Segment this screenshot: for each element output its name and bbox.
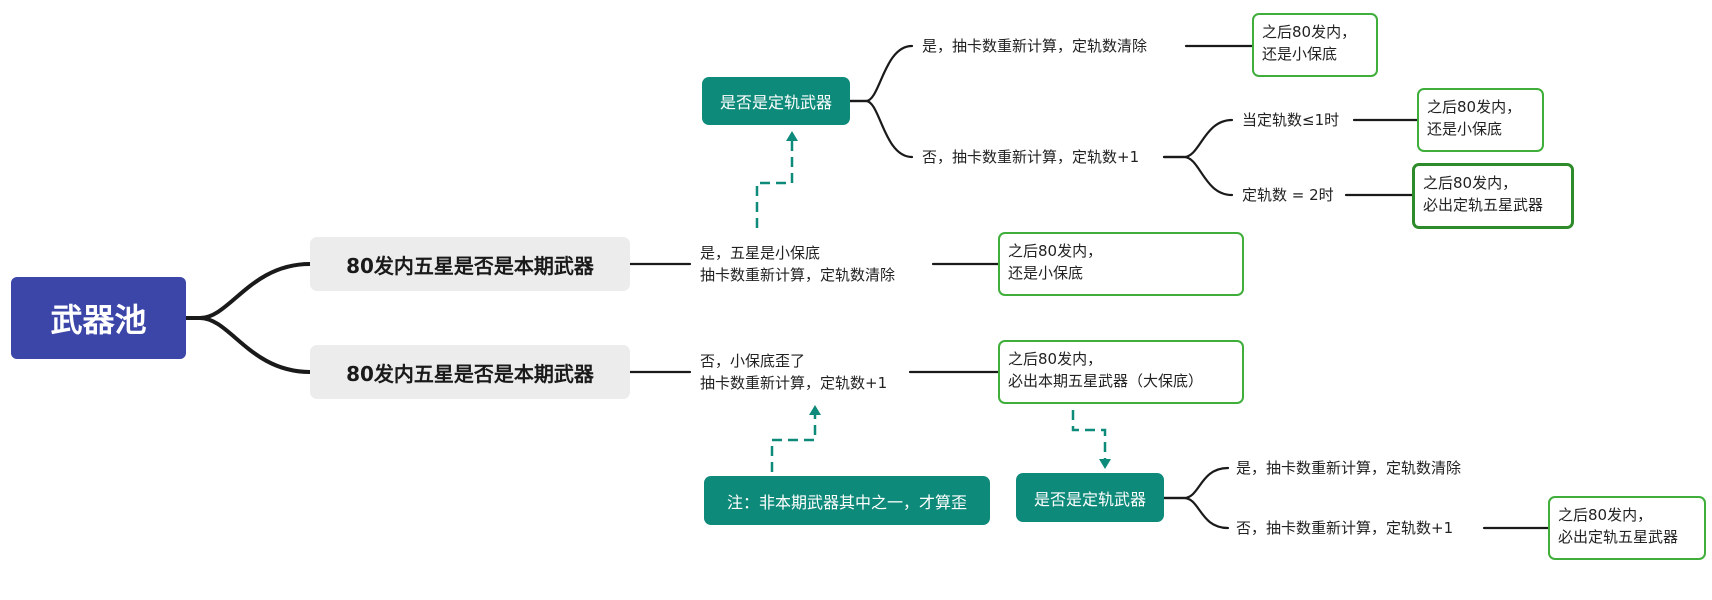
bottom-check-no-text: 否，抽卡数重新计算，定轨数+1 <box>1236 519 1454 537</box>
sub-eq2-result-line1: 之后80发内， <box>1423 174 1518 192</box>
no-branch-line2: 抽卡数重新计算，定轨数+1 <box>700 374 888 392</box>
sub-eq2-result-line2: 必出定轨五星武器 <box>1423 196 1544 214</box>
note-label: 注：非本期武器其中之一，才算歪 <box>726 492 967 512</box>
sub-le1-result-line1: 之后80发内， <box>1427 98 1522 116</box>
bottom-check-label: 是否是定轨武器 <box>1033 489 1146 509</box>
no-result-line2: 必出本期五星武器（大保底） <box>1008 372 1204 390</box>
branch-label: 80发内五星是否是本期武器 <box>346 361 594 386</box>
sub-le1-result[interactable]: 之后80发内， 还是小保底 <box>1417 88 1544 152</box>
yes-result-box[interactable]: 之后80发内， 还是小保底 <box>998 232 1244 296</box>
yes-branch-line1: 是，五星是小保底 <box>700 244 821 262</box>
top-check-yes-text: 是，抽卡数重新计算，定轨数清除 <box>922 37 1148 55</box>
no-branch-line1: 否，小保底歪了 <box>700 352 806 370</box>
no-result-box[interactable]: 之后80发内， 必出本期五星武器（大保底） <box>998 340 1244 404</box>
top-check-no-text: 否，抽卡数重新计算，定轨数+1 <box>922 148 1140 166</box>
dashed-arrow-note-to-no <box>770 412 817 472</box>
sub-eq2-result[interactable]: 之后80发内， 必出定轨五星武器 <box>1412 163 1574 229</box>
top-yes-result-line2: 还是小保底 <box>1262 45 1338 63</box>
arrowhead-up-no <box>809 405 821 415</box>
connector-root-branch1 <box>184 262 312 320</box>
connector-topcheck-yes <box>848 44 914 103</box>
connector-topcheck-no <box>848 99 914 159</box>
yes-branch-line2: 抽卡数重新计算，定轨数清除 <box>700 266 896 284</box>
yes-result-line1: 之后80发内， <box>1008 242 1103 260</box>
yes-branch-text: 是，五星是小保底 抽卡数重新计算，定轨数清除 <box>700 242 895 286</box>
dashed-arrow-result-to-check <box>1071 410 1107 462</box>
top-yes-result-line1: 之后80发内， <box>1262 23 1357 41</box>
connector-topno-fork-down <box>1162 155 1234 197</box>
bottom-no-result-line1: 之后80发内， <box>1558 506 1653 524</box>
connector-botcheck-yes <box>1162 466 1230 500</box>
top-check-yes-result[interactable]: 之后80发内， 还是小保底 <box>1252 13 1378 77</box>
yes-result-line2: 还是小保底 <box>1008 264 1084 282</box>
connector-root-branch2 <box>184 316 312 374</box>
arrowhead-up-check <box>786 131 798 141</box>
connector-topno-fork-up <box>1162 118 1234 159</box>
note-node[interactable]: 注：非本期武器其中之一，才算歪 <box>704 476 990 525</box>
top-check-node[interactable]: 是否是定轨武器 <box>702 77 850 125</box>
root-node[interactable]: 武器池 <box>11 277 186 359</box>
top-check-label: 是否是定轨武器 <box>719 93 832 112</box>
branch-label: 80发内五星是否是本期武器 <box>346 253 594 278</box>
branch-node-2[interactable]: 80发内五星是否是本期武器 <box>310 345 630 399</box>
bottom-check-node[interactable]: 是否是定轨武器 <box>1016 473 1164 522</box>
connector-botcheck-no <box>1162 496 1230 530</box>
root-label: 武器池 <box>50 301 147 339</box>
bottom-check-yes-text: 是，抽卡数重新计算，定轨数清除 <box>1236 459 1462 477</box>
no-branch-text: 否，小保底歪了 抽卡数重新计算，定轨数+1 <box>700 350 887 394</box>
sub-eq2-text: 定轨数 = 2时 <box>1242 186 1334 204</box>
bottom-no-result-line2: 必出定轨五星武器 <box>1558 528 1679 546</box>
bottom-check-no-result[interactable]: 之后80发内， 必出定轨五星武器 <box>1548 496 1706 560</box>
branch-node-1[interactable]: 80发内五星是否是本期武器 <box>310 237 630 291</box>
no-result-line1: 之后80发内， <box>1008 350 1103 368</box>
sub-le1-result-line2: 还是小保底 <box>1427 120 1503 138</box>
dashed-arrow-yes-to-check <box>755 138 794 228</box>
arrowhead-down-check <box>1099 459 1111 469</box>
sub-le1-text: 当定轨数≤1时 <box>1242 111 1340 129</box>
